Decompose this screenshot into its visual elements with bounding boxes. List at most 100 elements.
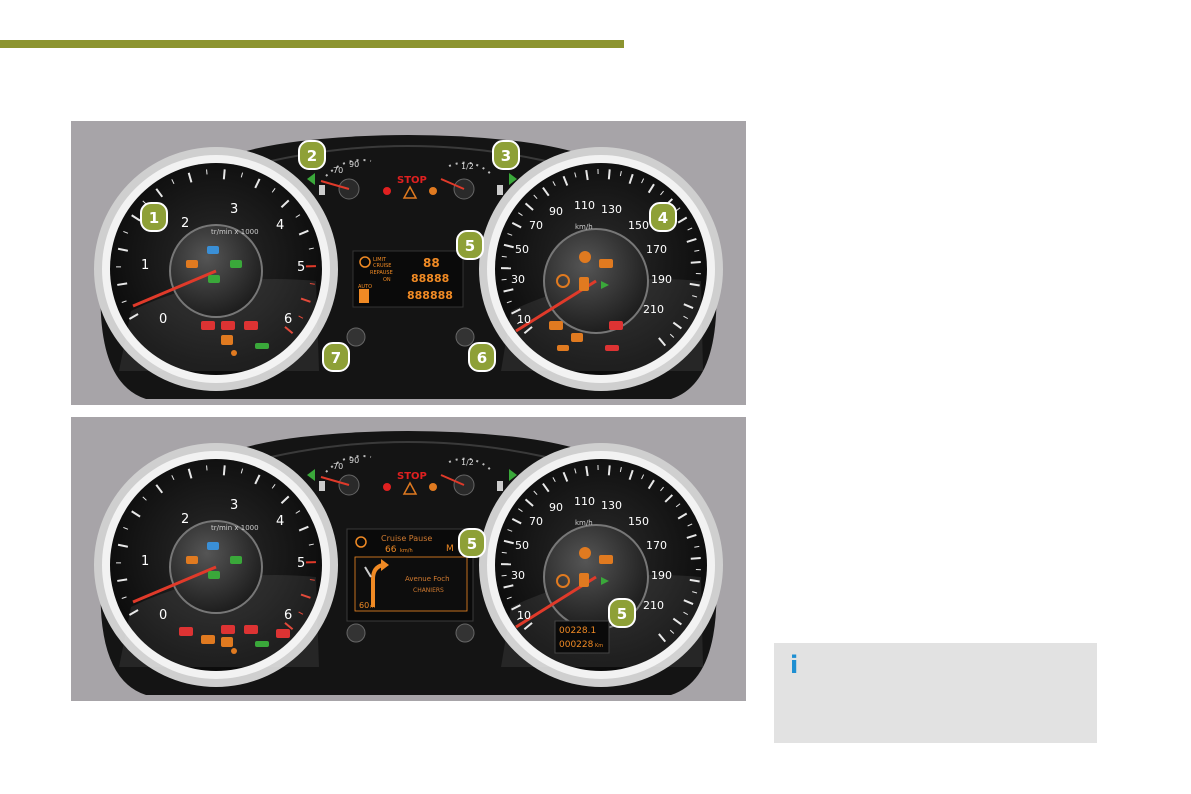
trip-reset-button[interactable] — [455, 327, 475, 347]
tacho-label-1: 1 — [141, 258, 149, 273]
high-beam-icon — [207, 246, 219, 254]
tyre-pressure-icon — [556, 274, 570, 288]
tacho-label-4: 4 — [276, 514, 284, 529]
fuel-pump-icon — [497, 185, 503, 195]
cruise-control-icon — [355, 536, 367, 548]
turn-right-icon — [509, 173, 517, 185]
cruise-active-icon — [601, 281, 609, 289]
dial-tick — [501, 574, 507, 577]
dial-tick — [694, 545, 700, 548]
dial-tick — [123, 526, 129, 530]
speedo-label-70: 70 — [529, 219, 543, 232]
dial-tick — [155, 484, 164, 494]
dial-tick — [295, 214, 301, 218]
trip-reset-button[interactable] — [455, 623, 475, 643]
display-digits-2: 88888 — [411, 272, 449, 285]
dial-tick — [506, 596, 512, 600]
tacho-label-6: 6 — [284, 312, 292, 327]
dial-tick — [507, 233, 513, 236]
dial-tick — [240, 172, 244, 178]
tachometer-ticks — [116, 169, 316, 335]
dial-tick — [523, 622, 533, 631]
turn-left-icon — [307, 469, 315, 481]
dial-tick — [658, 633, 667, 643]
dial-tick — [692, 295, 698, 298]
dial-tick — [503, 584, 514, 589]
tacho-label-2: 2 — [181, 512, 189, 527]
nav-street: Avenue Foch — [405, 575, 450, 583]
dial-tick — [171, 475, 175, 481]
dial-tick — [607, 169, 611, 180]
dial-tick — [562, 175, 569, 186]
tacho-unit-label: tr/min x 1000 — [211, 524, 259, 532]
speedo-label-210: 210 — [643, 303, 664, 316]
dial-tick — [254, 474, 261, 485]
side-lights-icon — [230, 260, 242, 268]
lighting-dimmer-button[interactable] — [346, 623, 366, 643]
temp-label-90: 90 — [349, 160, 359, 169]
display-digits-3: 888888 — [407, 289, 453, 302]
dpf-icon — [579, 573, 589, 587]
speedo-label-110: 110 — [574, 495, 595, 508]
dial-tick — [308, 247, 314, 250]
door-open-icon — [571, 333, 583, 342]
speedo-label-130: 130 — [601, 203, 622, 216]
dial-tick — [121, 596, 127, 599]
oil-warning-icon — [221, 625, 235, 634]
section-header-bar — [0, 40, 624, 48]
service-light-icon — [429, 483, 437, 491]
speedo-label-90: 90 — [549, 205, 563, 218]
dial-tick — [660, 190, 664, 196]
speedo-label-130: 130 — [601, 499, 622, 512]
dial-tick — [121, 300, 127, 303]
speedo-unit-label: km/h — [575, 223, 593, 231]
dial-tick — [506, 300, 512, 304]
abs-icon — [276, 629, 290, 638]
dial-tick — [647, 183, 655, 194]
service-icon — [201, 635, 215, 644]
fuel-label-half: 1/2 — [461, 458, 474, 467]
dial-tick — [675, 207, 681, 212]
dial-tick — [607, 465, 611, 476]
svg-text:2: 2 — [307, 147, 317, 165]
dial-tick — [683, 599, 694, 605]
dial-tick — [585, 169, 589, 181]
tachometer-dial: tr/min x 1000 0 1 2 3 4 5 6 — [94, 147, 338, 391]
callout-1: 1 — [140, 202, 168, 232]
esp-icon — [605, 345, 619, 351]
warning-triangle-icon — [402, 481, 418, 495]
dial-tick — [574, 468, 577, 474]
speedo-label-70: 70 — [529, 515, 543, 528]
dial-tick — [641, 474, 645, 480]
dial-tick — [664, 494, 674, 503]
speedo-label-150: 150 — [628, 219, 649, 232]
engine-warning-icon — [221, 335, 233, 345]
dial-tick — [660, 486, 664, 492]
dial-tick — [511, 517, 522, 525]
navigation-display: Cruise Pause 66 km/h M Avenue Foch CHANI… — [346, 528, 474, 622]
turn-left-icon — [307, 173, 315, 185]
dial-tick — [298, 525, 309, 532]
tacho-label-2: 2 — [181, 216, 189, 231]
dial-tick — [533, 194, 538, 200]
dial-tick — [171, 179, 175, 185]
dial-tick — [142, 496, 147, 501]
dial-tick — [309, 282, 315, 285]
dial-tick — [117, 282, 128, 286]
dial-tick — [503, 288, 514, 293]
dipped-beam-icon — [208, 571, 220, 579]
dial-tick — [271, 484, 276, 489]
gear-indicator-icon — [359, 289, 369, 303]
dial-tick — [523, 326, 533, 335]
dial-tick — [117, 543, 129, 548]
dial-tick — [542, 483, 550, 493]
dial-tick — [518, 212, 523, 216]
speedo-label-50: 50 — [515, 539, 529, 552]
temperature-gauge: 70 90 — [307, 455, 372, 496]
callout-5-odometer: 5 — [608, 598, 636, 628]
dial-tick — [503, 539, 514, 545]
lighting-dimmer-button[interactable] — [346, 327, 366, 347]
trip-odometer-display: 00228.1 000228 Km — [554, 620, 610, 654]
dial-tick — [628, 469, 634, 480]
airbag-icon — [599, 555, 613, 564]
